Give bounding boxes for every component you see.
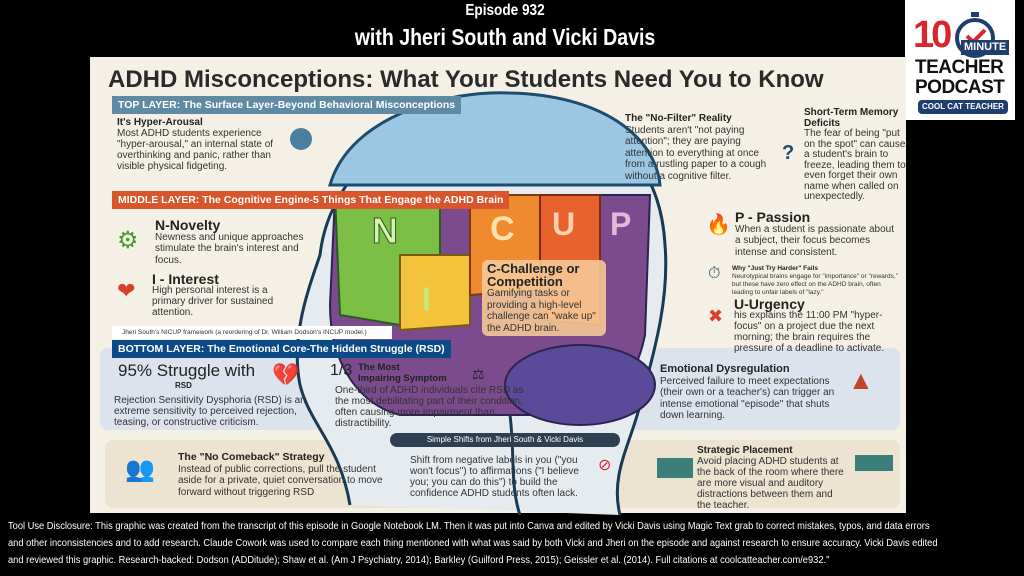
try-harder-text: Neurotypical brains engage for "importan…	[732, 273, 899, 296]
challenge-title: C-Challenge or Competition	[487, 261, 580, 289]
top-layer-banner: TOP LAYER: The Surface Layer-Beyond Beha…	[112, 96, 462, 114]
urgency-section: U-Urgency his explains the 11:00 PM "hyp…	[734, 296, 904, 354]
prohibited-icon: ⊘	[598, 457, 612, 474]
dysregulation-section: Emotional Dysregulation Perceived failur…	[660, 363, 840, 422]
rsd-label: RSD	[175, 381, 192, 390]
hyper-arousal-text: Most ADHD students experience "hyper-aro…	[117, 128, 274, 172]
classroom-seating-icon	[855, 455, 893, 471]
stopwatch-icon: ⏱	[708, 265, 721, 282]
challenge-text: Gamifying tasks or providing a high-leve…	[487, 288, 596, 334]
disclosure-footer: Tool Use Disclosure: This graphic was cr…	[8, 521, 938, 566]
logo-teacher: TEACHER	[915, 57, 1004, 78]
logo-podcast: PODCAST	[915, 77, 1005, 98]
impair-text: One-third of ADHD individuals cite RSD a…	[335, 385, 524, 429]
question-head-icon: ?	[782, 142, 795, 164]
framework-note: Jheri South's NICUP framework (a reorder…	[112, 326, 392, 339]
shift-text: Shift from negative labels in you ("you …	[410, 455, 579, 499]
hyper-arousal-title: It's Hyper-Arousal	[117, 117, 203, 128]
broken-heart-icon: 💔	[272, 362, 300, 387]
brain-illustration: N I C U P	[295, 91, 668, 515]
rsd-stat: 95% Struggle with	[118, 361, 256, 380]
passion-section: P - Passion When a student is passionate…	[735, 209, 900, 258]
placement-text: Avoid placing ADHD students at the back …	[697, 456, 844, 511]
brain-letter-i: I	[422, 281, 431, 317]
challenge-section: C-Challenge or Competition Gamifying tas…	[482, 260, 606, 336]
infographic-title: ADHD Misconceptions: What Your Students …	[108, 66, 824, 93]
memory-title: Short-Term Memory Deficits	[804, 107, 899, 129]
memory-text: The fear of being "put on the spot" can …	[804, 128, 906, 202]
passion-title: P - Passion	[735, 209, 811, 225]
brain-letter-u: U	[552, 206, 575, 242]
interest-section: I - Interest High personal interest is a…	[152, 271, 302, 318]
no-filter-section: The "No-Filter" Reality Students aren't …	[625, 113, 775, 182]
no-filter-text: Students aren't "not paying attention"; …	[625, 124, 767, 182]
impair-title-1: The Most	[358, 362, 400, 373]
weight-icon: ⚖	[472, 366, 485, 382]
try-harder-section: Why "Just Try Harder" Fails Neurotypical…	[732, 265, 902, 297]
novelty-text: Newness and unique approaches stimulate …	[155, 231, 304, 266]
bottom-layer-banner: BOTTOM LAYER: The Emotional Core-The Hid…	[112, 340, 451, 358]
no-comeback-text: Instead of public corrections, pull the …	[178, 463, 383, 498]
dysregulation-title: Emotional Dysregulation	[660, 363, 790, 375]
brain-letter-p: P	[610, 206, 631, 242]
urgency-title: U-Urgency	[734, 296, 805, 312]
interest-title: I - Interest	[152, 271, 219, 287]
dysregulation-text: Perceived failure to meet expectations (…	[660, 375, 835, 422]
brain-letter-c: C	[490, 210, 515, 248]
logo-minute: MINUTE	[961, 40, 1010, 55]
brain-letter-n: N	[372, 210, 398, 251]
podcast-logo: 10 MINUTE TEACHER PODCAST COOL CAT TEACH…	[905, 0, 1015, 120]
episode-number: Episode 932	[465, 2, 545, 19]
try-harder-title: Why "Just Try Harder" Fails	[732, 265, 818, 272]
no-comeback-section: The "No Comeback" Strategy Instead of pu…	[178, 451, 400, 498]
thinking-head-icon	[290, 128, 312, 150]
classroom-board-icon	[657, 458, 693, 478]
no-comeback-title: The "No Comeback" Strategy	[178, 451, 325, 463]
passion-text: When a student is passionate about a sub…	[735, 223, 894, 258]
impair-stat: 1/3	[330, 362, 353, 379]
logo-badge: COOL CAT TEACHER	[918, 100, 1008, 114]
simple-shifts-label: Simple Shifts from Jheri South & Vicki D…	[390, 433, 620, 447]
conversation-people-icon: 👥	[125, 456, 155, 483]
impair-title-2: Impairing Symptom	[358, 373, 447, 384]
memory-section: Short-Term Memory Deficits The fear of b…	[804, 107, 906, 203]
heart-brain-icon: ❤	[117, 278, 136, 303]
hyper-arousal-section: It's Hyper-Arousal Most ADHD students ex…	[117, 117, 285, 172]
novelty-title: N-Novelty	[155, 217, 221, 233]
middle-layer-banner: MIDDLE LAYER: The Cognitive Engine-5 Thi…	[112, 191, 510, 209]
volcano-brain-icon: ▲	[848, 365, 874, 395]
crossed-ribbon-icon: ✖	[708, 306, 724, 326]
gear-icon: ⚙	[117, 227, 139, 254]
urgency-text: his explains the 11:00 PM "hyper-focus" …	[734, 310, 885, 354]
logo-number: 10	[913, 14, 952, 56]
novelty-section: N-Novelty Newness and unique approaches …	[155, 217, 305, 266]
interest-text: High personal interest is a primary driv…	[152, 285, 274, 318]
placement-section: Strategic Placement Avoid placing ADHD s…	[697, 445, 847, 511]
no-filter-title: The "No-Filter" Reality	[625, 113, 732, 124]
episode-guests: with Jheri South and Vicki Davis	[354, 24, 656, 50]
placement-title: Strategic Placement	[697, 445, 793, 456]
flame-icon: 🔥	[706, 214, 731, 236]
rsd-text: Rejection Sensitivity Dysphoria (RSD) is…	[114, 395, 306, 428]
